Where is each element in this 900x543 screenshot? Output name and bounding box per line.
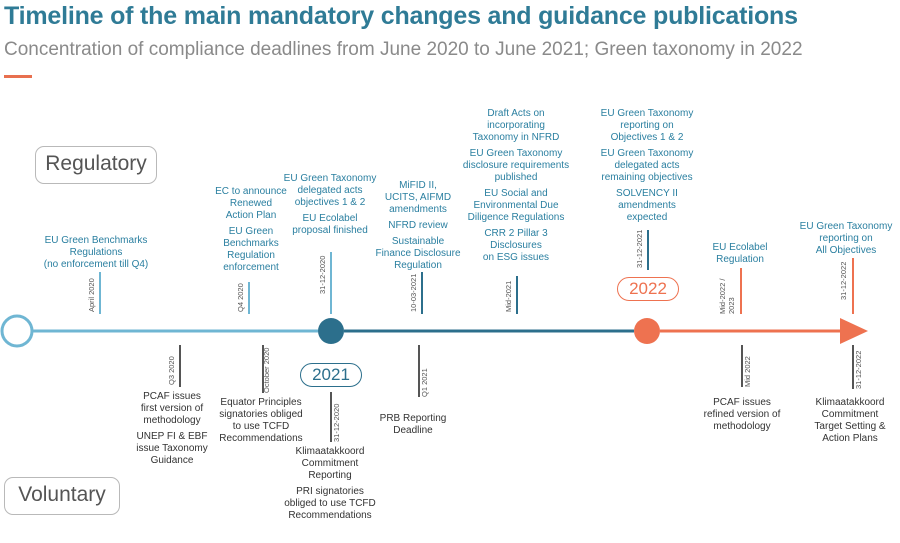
category-regulatory: Regulatory [35, 146, 157, 184]
event-date: October 2020 [262, 347, 271, 393]
event-date: Mid-2021 [504, 280, 513, 312]
event-date: 31-12-2022 [839, 261, 848, 300]
accent-bar [4, 75, 32, 78]
event-label: EU Green Benchmarks Regulations (no enfo… [43, 235, 149, 270]
event-label: EU Green Taxonomy reporting on Objective… [600, 108, 694, 143]
year-label-2022: 2022 [617, 277, 679, 301]
event-date: 10-03-2021 [409, 273, 418, 312]
event-label: PCAF issues first version of methodology [140, 391, 204, 426]
event-date: 31-12-2022 [854, 350, 863, 389]
event-label: MiFID II, UCITS, AIFMD amendments [384, 180, 452, 215]
event-label: Equator Principles signatories obliged t… [219, 397, 303, 444]
event-label: EU Green Taxonomy reporting on All Objec… [799, 221, 893, 256]
event-label: EU Green Taxonomy delegated acts remaini… [600, 148, 694, 183]
timeline-node-2022 [634, 318, 660, 344]
category-voluntary: Voluntary [4, 477, 120, 515]
event-date: Q4 2020 [236, 283, 245, 312]
year-label-2021: 2021 [300, 363, 362, 387]
timeline-node-2021 [318, 318, 344, 344]
event-label: EC to announce Renewed Action Plan [215, 186, 287, 221]
event-label: PCAF issues refined version of methodolo… [703, 397, 781, 432]
event-date: Q3 2020 [167, 356, 176, 385]
event-label: EU Ecolabel proposal finished [292, 213, 368, 236]
event-date: Mid-2022 / 2023 [718, 278, 736, 314]
event-label: EU Green Taxonomy disclosure requirement… [462, 148, 570, 183]
event-date: 31-12-2020 [332, 403, 341, 442]
timeline-start-node [0, 314, 34, 348]
event-label: CRR 2 Pillar 3 Disclosures on ESG issues [482, 228, 550, 263]
timeline-arrowhead [840, 318, 868, 344]
event-label: Klimaatakkoord Commitment Reporting [295, 446, 365, 481]
page-subtitle: Concentration of compliance deadlines fr… [4, 39, 803, 60]
event-label: SOLVENCY II amendments expected [616, 188, 678, 223]
event-label: PRI signatories obliged to use TCFD Reco… [284, 486, 376, 521]
event-label: EU Green Benchmarks Regulation enforceme… [223, 226, 279, 273]
event-label: EU Social and Environmental Due Diligenc… [467, 188, 565, 223]
event-label: NFRD review [388, 220, 448, 231]
event-label: EU Ecolabel Regulation [712, 242, 768, 265]
event-date: April 2020 [87, 278, 96, 312]
event-date: 31-12-2021 [635, 229, 644, 268]
event-label: UNEP FI & EBF issue Taxonomy Guidance [136, 431, 208, 466]
event-label: Klimaatakkoord Commitment Target Setting… [814, 397, 886, 444]
event-label: PRB Reporting Deadline [379, 413, 447, 436]
event-date: 31-12-2020 [318, 255, 327, 294]
page-title: Timeline of the main mandatory changes a… [4, 2, 798, 30]
event-label: EU Green Taxonomy delegated acts objecti… [283, 173, 377, 208]
event-date: Mid 2022 [743, 356, 752, 387]
event-label: Draft Acts on incorporating Taxonomy in … [472, 108, 560, 143]
event-date: Q1 2021 [420, 368, 429, 397]
event-label: Sustainable Finance Disclosure Regulatio… [375, 236, 461, 271]
